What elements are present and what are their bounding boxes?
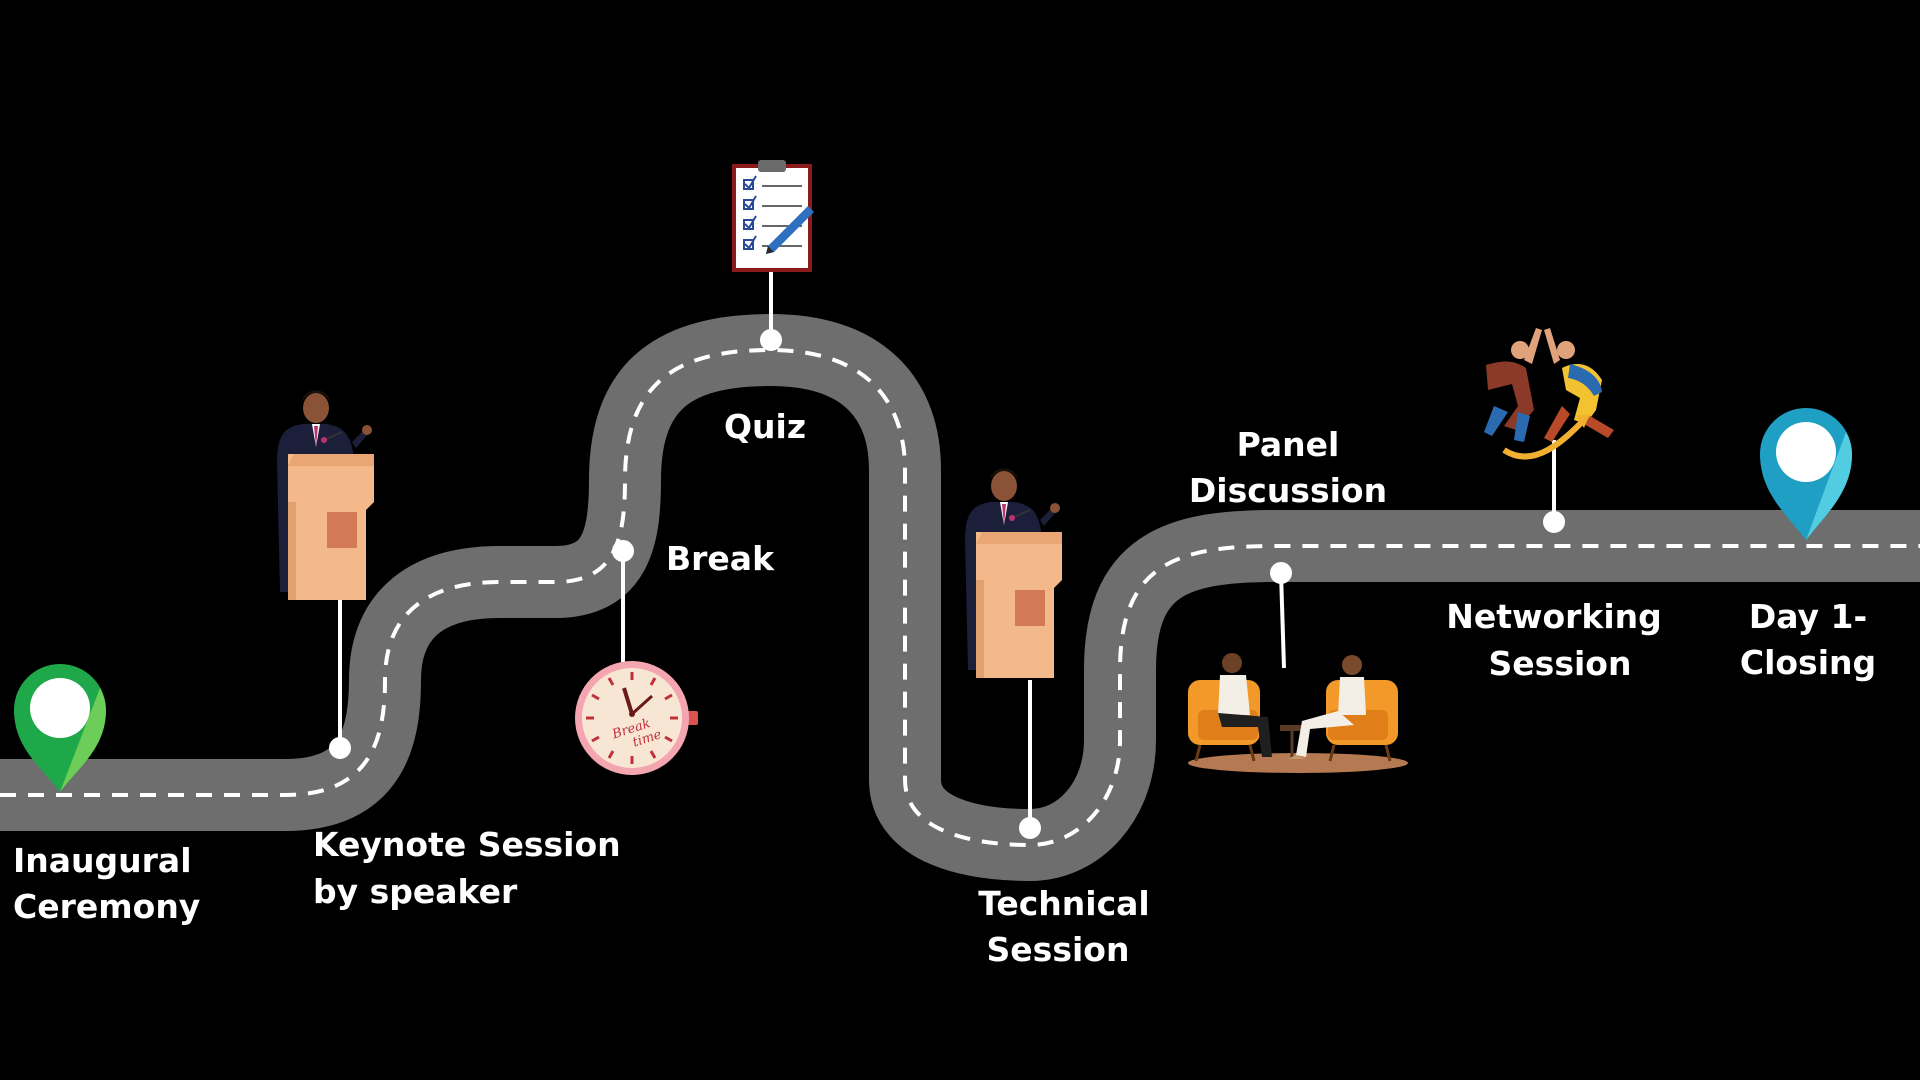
speaker-podium-icon xyxy=(965,468,1062,678)
speaker-podium-icon xyxy=(277,390,374,600)
milestone-labels: Inaugural Ceremony Keynote Session by sp… xyxy=(13,407,1876,969)
milestone-label-technical-line-2: Session xyxy=(987,930,1130,969)
milestone-label-quiz: Quiz xyxy=(724,407,806,446)
milestone-label-panel-line-1: Panel xyxy=(1237,425,1340,464)
break-time-clock-icon: Break time xyxy=(575,661,698,775)
milestone-label-keynote-line-1: Keynote Session xyxy=(313,825,621,864)
conversation-chairs-icon xyxy=(1188,653,1408,773)
networking-connector-dot xyxy=(1543,511,1565,533)
keynote-connector-dot xyxy=(329,737,351,759)
milestone-label-technical-line-1: Technical xyxy=(978,884,1150,923)
milestone-label-networking-line-2: Session xyxy=(1489,644,1632,683)
panel-connector xyxy=(1279,572,1286,669)
milestone-label-break: Break xyxy=(666,539,775,578)
break-connector-dot xyxy=(612,540,634,562)
milestone-label-inaugural-line-2: Ceremony xyxy=(13,887,200,926)
road-center-line xyxy=(0,347,1920,848)
clipboard-checklist-icon xyxy=(732,160,814,272)
milestone-label-closing-line-1: Day 1- xyxy=(1749,597,1867,636)
connectors xyxy=(329,272,1565,839)
quiz-connector-dot xyxy=(760,329,782,351)
technical-connector-dot xyxy=(1019,817,1041,839)
high-five-people-icon xyxy=(1484,328,1614,460)
milestone-label-closing-line-2: Closing xyxy=(1740,643,1876,682)
location-pin-icon xyxy=(1760,408,1852,540)
milestone-label-keynote-line-2: by speaker xyxy=(313,872,518,911)
milestone-label-networking-line-1: Networking xyxy=(1446,597,1662,636)
milestone-label-inaugural-line-1: Inaugural xyxy=(13,841,192,880)
panel-connector-dot xyxy=(1270,562,1292,584)
location-pin-icon xyxy=(14,664,106,792)
road xyxy=(0,314,1920,881)
milestone-label-panel-line-2: Discussion xyxy=(1189,471,1387,510)
